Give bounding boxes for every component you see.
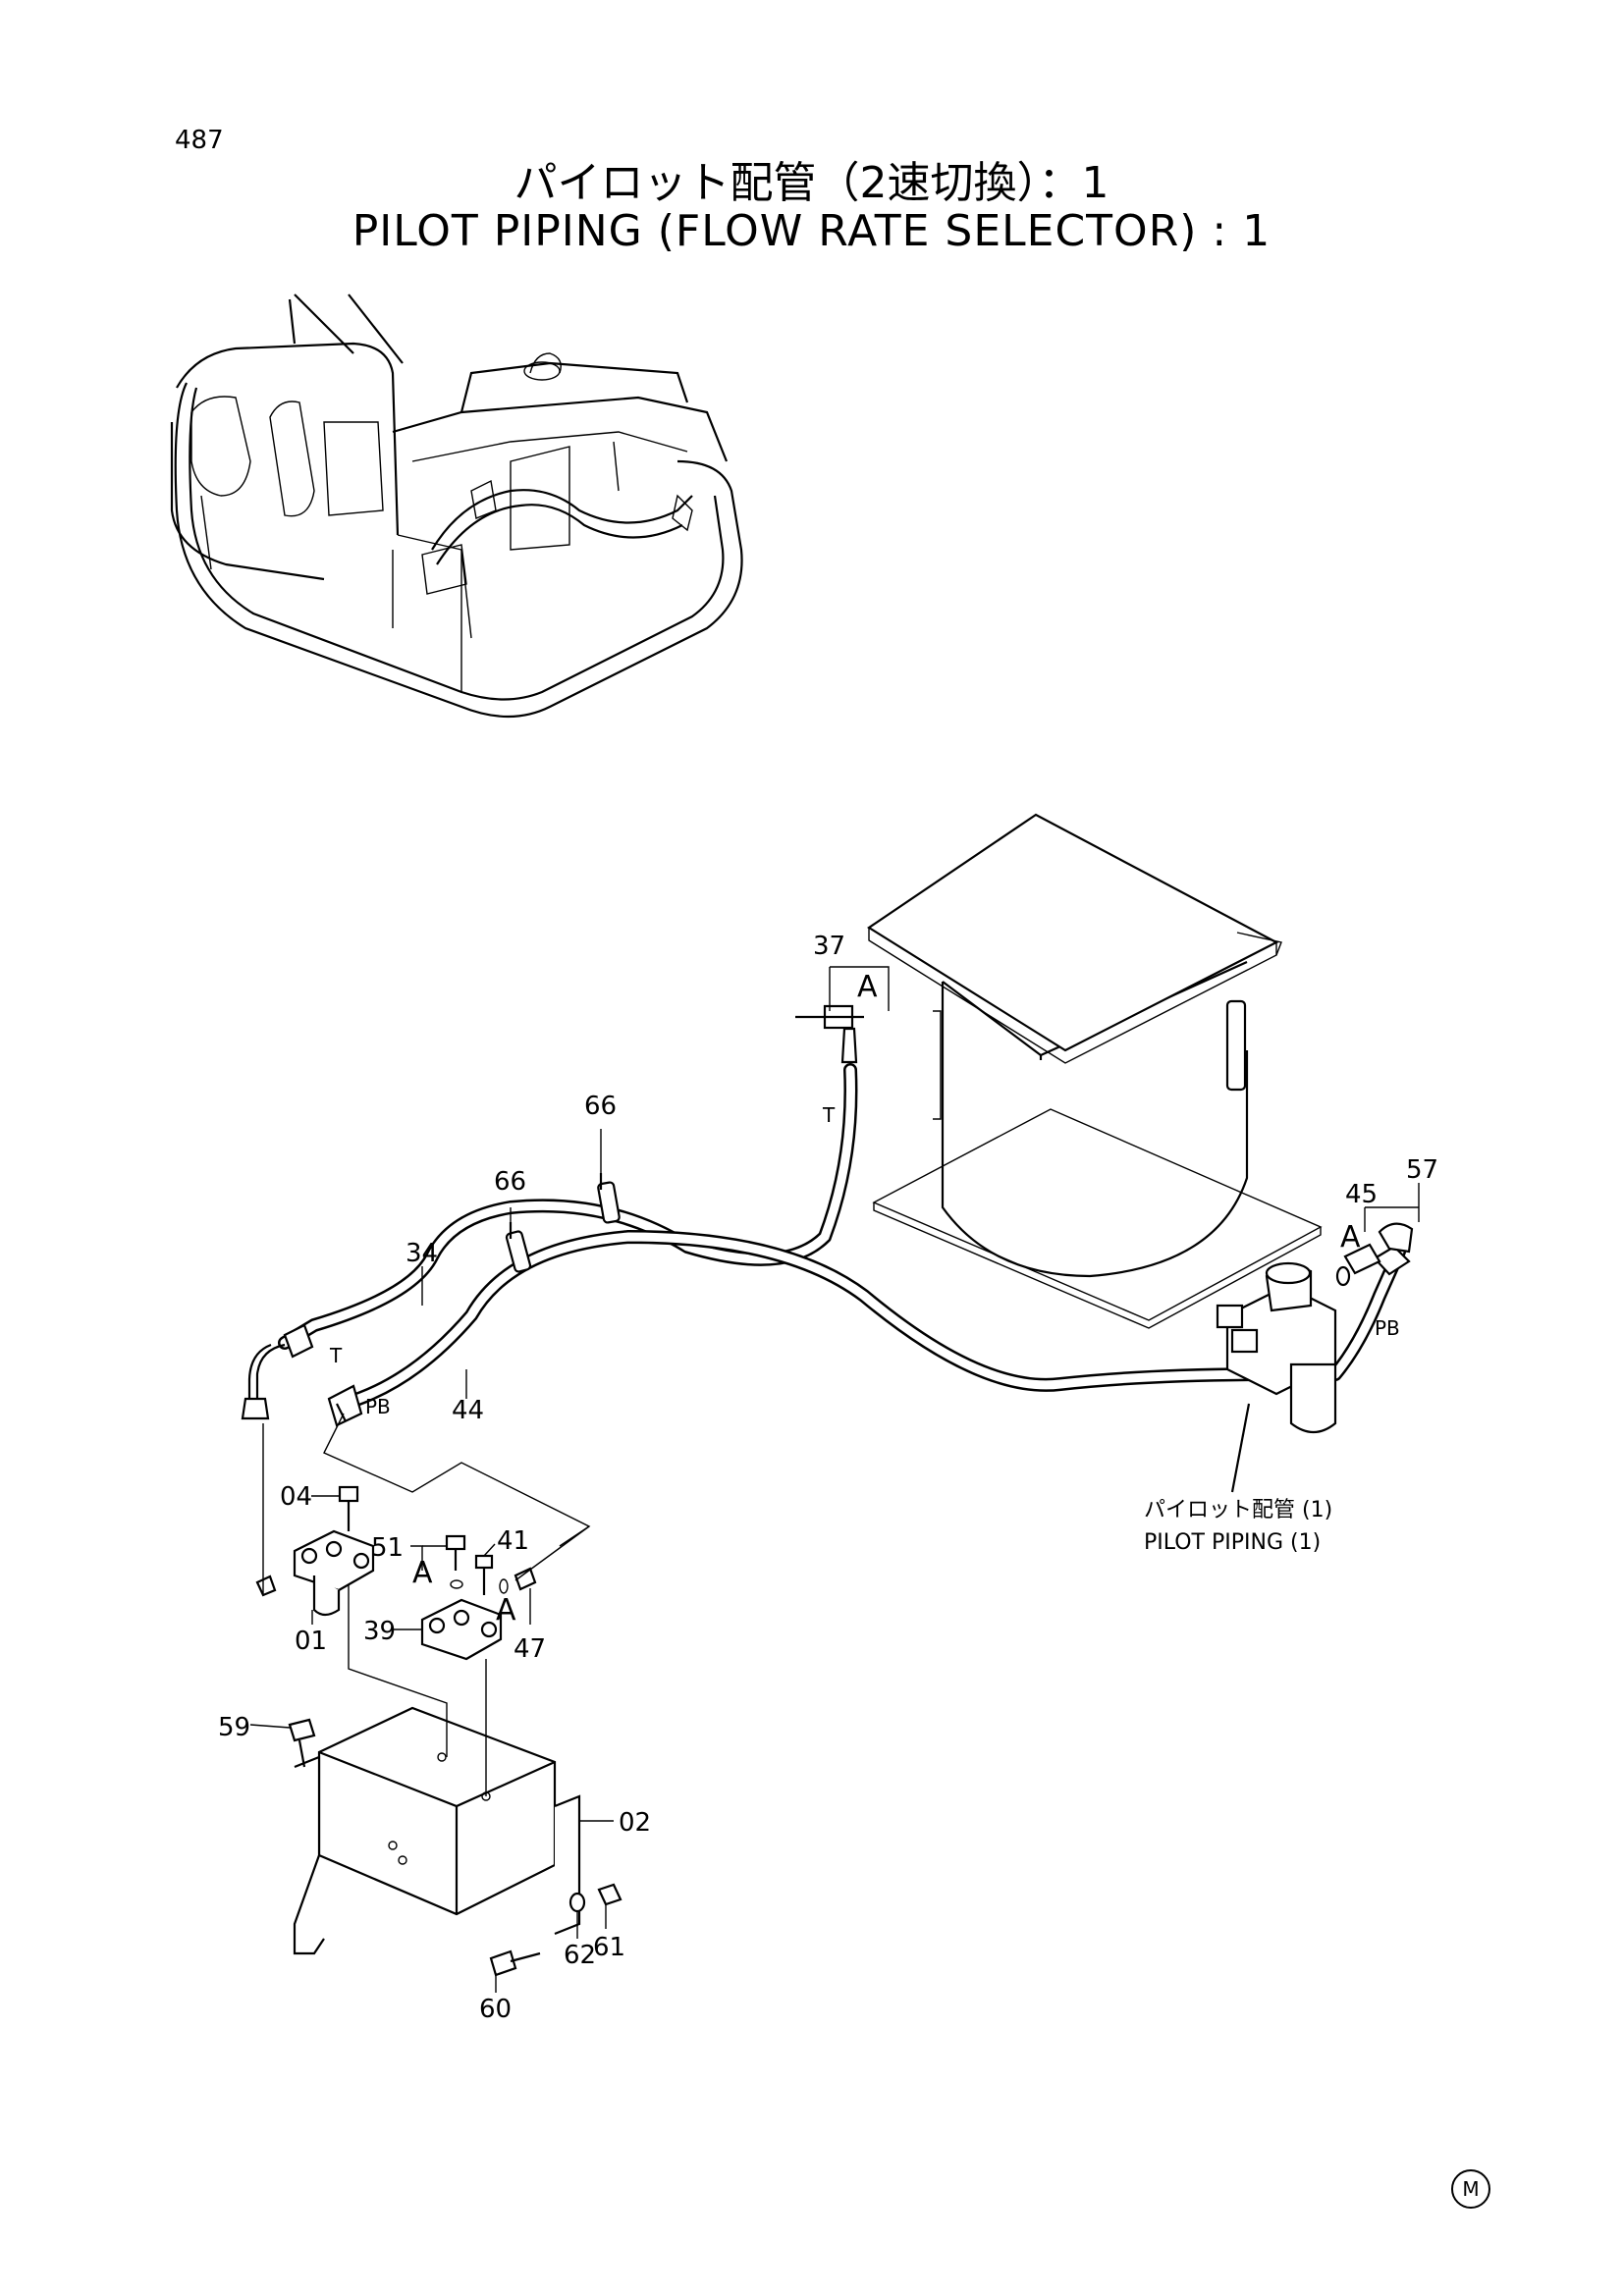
callout-34: 34 xyxy=(406,1239,438,1268)
port-label-t-left: T xyxy=(329,1344,343,1367)
callout-01: 01 xyxy=(295,1627,327,1656)
mounting-bracket xyxy=(262,1423,622,1977)
assembly-leader-lines xyxy=(323,1413,591,1581)
callout-47: 47 xyxy=(514,1634,546,1664)
detail-marks: A A A A xyxy=(412,970,1361,1628)
callout-numbers: 37 66 66 34 44 45 57 04 51 41 39 01 47 5… xyxy=(218,932,1438,2024)
hydraulic-tank xyxy=(795,813,1323,1329)
callout-66-upper: 66 xyxy=(584,1092,617,1121)
port-labels: T T PB PB xyxy=(329,1103,1400,1418)
detail-mark-a-tank: A xyxy=(857,970,878,1004)
callout-60: 60 xyxy=(479,1995,512,2024)
detail-mark-a-fitting: A xyxy=(496,1593,516,1628)
callout-51: 51 xyxy=(371,1533,404,1563)
port-label-pb-right: PB xyxy=(1375,1316,1400,1340)
diagram-title-english: PILOT PIPING (FLOW RATE SELECTOR) : 1 xyxy=(352,206,1271,256)
machine-overview xyxy=(170,294,743,719)
callout-66-lower: 66 xyxy=(494,1167,526,1197)
diagram-title-japanese: パイロット配管（2速切換）：1 xyxy=(514,158,1109,208)
callout-02: 02 xyxy=(619,1808,651,1838)
corner-mark: M xyxy=(1451,2169,1490,2209)
page-number: 487 xyxy=(175,126,224,155)
callout-leaders xyxy=(249,966,1420,1993)
callout-59: 59 xyxy=(218,1713,250,1742)
callout-44: 44 xyxy=(452,1396,484,1425)
port-label-t-tank: T xyxy=(822,1103,836,1127)
callout-04: 04 xyxy=(280,1482,312,1512)
detail-mark-a-block: A xyxy=(412,1556,433,1590)
callout-62: 62 xyxy=(564,1941,596,1970)
reference-label-english: PILOT PIPING (1) xyxy=(1144,1530,1321,1555)
callout-41: 41 xyxy=(497,1526,529,1556)
callout-61: 61 xyxy=(593,1933,625,1962)
detail-mark-a-valve: A xyxy=(1340,1220,1361,1255)
hose-clamps xyxy=(505,1173,621,1273)
callout-45: 45 xyxy=(1345,1180,1378,1209)
reference-label-japanese: パイロット配管 (1) xyxy=(1144,1498,1332,1522)
callout-37: 37 xyxy=(813,932,845,961)
callout-39: 39 xyxy=(363,1617,396,1646)
port-label-pb-left: PB xyxy=(365,1395,391,1418)
left-hose-fittings xyxy=(241,1323,363,1427)
callout-57: 57 xyxy=(1406,1155,1438,1185)
valve-blocks xyxy=(255,1485,537,1661)
flow-selector-valve xyxy=(1216,1222,1414,1493)
